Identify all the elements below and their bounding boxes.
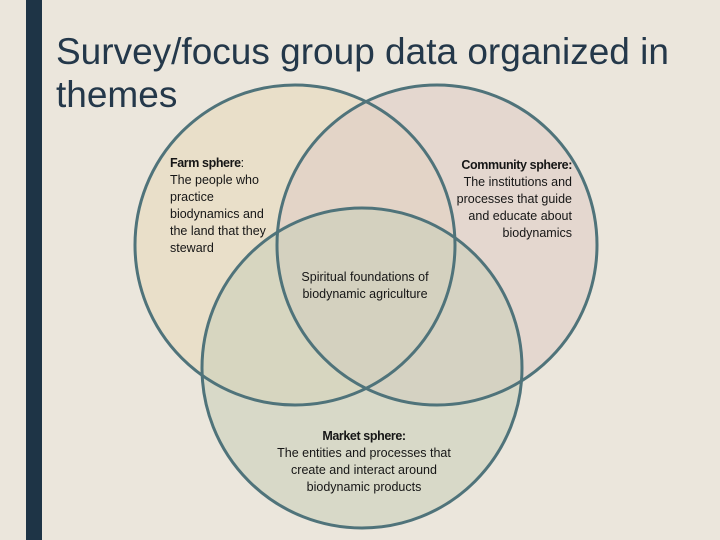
center-overlap-label: Spiritual foundations of biodynamic agri…: [284, 269, 446, 303]
center-overlap-text: Spiritual foundations of biodynamic agri…: [301, 270, 429, 301]
market-sphere-description: The entities and processes that create a…: [277, 446, 451, 494]
farm-sphere-colon: :: [240, 156, 245, 170]
community-circle-outline: [275, 83, 599, 407]
market-sphere-heading: Market sphere:: [322, 429, 406, 443]
market-sphere-label: Market sphere: The entities and processe…: [262, 428, 466, 496]
farm-circle-outline: [133, 83, 457, 407]
farm-sphere-label: Farm sphere: The people who practice bio…: [170, 155, 282, 257]
community-sphere-label: Community sphere: The institutions and p…: [440, 157, 573, 242]
community-sphere-description: The institutions and processes that guid…: [456, 175, 572, 240]
farm-sphere-description: The people who practice biodynamics and …: [170, 173, 266, 255]
market-circle-outline: [200, 206, 524, 530]
farm-sphere-heading: Farm sphere: [170, 156, 241, 170]
community-sphere-heading: Community sphere:: [461, 158, 572, 172]
side-accent-bar: [26, 0, 42, 540]
slide-title: Survey/focus group data organized in the…: [56, 31, 669, 115]
